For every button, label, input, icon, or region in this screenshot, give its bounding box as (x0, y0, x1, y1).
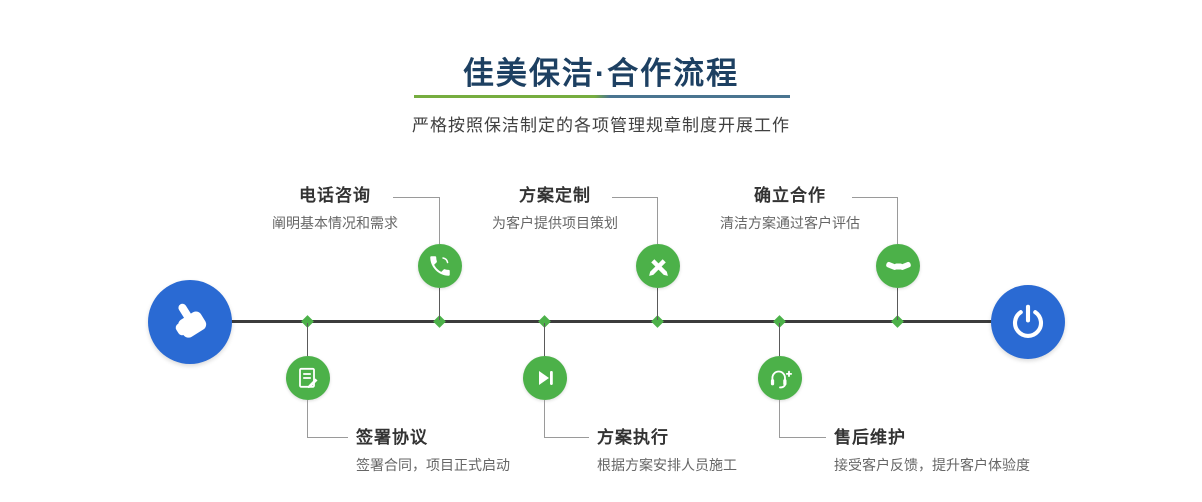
headset-icon (770, 370, 793, 389)
step-label: 电话咨询 (299, 186, 371, 205)
connector-line (307, 323, 308, 356)
connector-line (657, 197, 658, 244)
connector-line (897, 288, 898, 320)
contract-icon (299, 367, 318, 389)
step-text-contract: 签署协议 签署合同，项目正式启动 (356, 428, 616, 474)
connector-line (897, 197, 898, 244)
step-node-support (758, 356, 802, 400)
design-pencils-icon (648, 258, 668, 276)
connector-line (439, 288, 440, 320)
step-text-phone: 电话咨询 阐明基本情况和需求 (225, 186, 445, 232)
connector-line (779, 323, 780, 356)
page-title: 佳美保洁·合作流程 (462, 56, 740, 91)
play-icon (539, 371, 553, 385)
connector-line (612, 197, 658, 198)
step-text-cooperate: 确立合作 清洁方案通过客户评估 (680, 186, 900, 232)
connector-line (779, 437, 826, 438)
power-icon (1013, 304, 1043, 338)
connector-line (439, 197, 440, 244)
step-label: 确立合作 (754, 186, 826, 205)
step-label: 方案执行 (597, 428, 669, 447)
step-text-design: 方案定制 为客户提供项目策划 (445, 186, 665, 232)
connector-line (307, 400, 308, 438)
title-divider (414, 95, 790, 98)
step-text-execute: 方案执行 根据方案安排人员施工 (597, 428, 857, 474)
step-desc: 根据方案安排人员施工 (597, 457, 737, 473)
step-node-contract (286, 356, 330, 400)
connector-line (852, 197, 898, 198)
connector-line (657, 288, 658, 320)
pointing-hand-icon (175, 303, 207, 338)
step-text-support: 售后维护 接受客户反馈，提升客户体验度 (834, 428, 1114, 474)
step-node-cooperate (876, 244, 920, 288)
connector-line (544, 400, 545, 438)
connector-line (307, 437, 348, 438)
connector-line (779, 400, 780, 438)
step-node-phone (418, 244, 462, 288)
step-node-execute (523, 356, 567, 400)
step-label: 售后维护 (834, 428, 906, 447)
step-desc: 签署合同，项目正式启动 (356, 457, 510, 473)
step-desc: 清洁方案通过客户评估 (720, 215, 860, 231)
page-subtitle: 严格按照保洁制定的各项管理规章制度开展工作 (412, 116, 790, 135)
step-desc: 阐明基本情况和需求 (272, 215, 398, 231)
step-desc: 为客户提供项目策划 (492, 215, 618, 231)
start-node (148, 280, 232, 364)
connector-line (393, 197, 440, 198)
phone-icon (430, 256, 450, 276)
end-node (991, 285, 1065, 359)
step-label: 方案定制 (519, 186, 591, 205)
step-label: 签署协议 (356, 428, 428, 447)
handshake-icon (885, 261, 911, 270)
connector-line (544, 437, 589, 438)
step-desc: 接受客户反馈，提升客户体验度 (834, 457, 1030, 473)
timeline-line (190, 320, 1028, 323)
connector-line (544, 323, 545, 356)
step-node-design (636, 244, 680, 288)
